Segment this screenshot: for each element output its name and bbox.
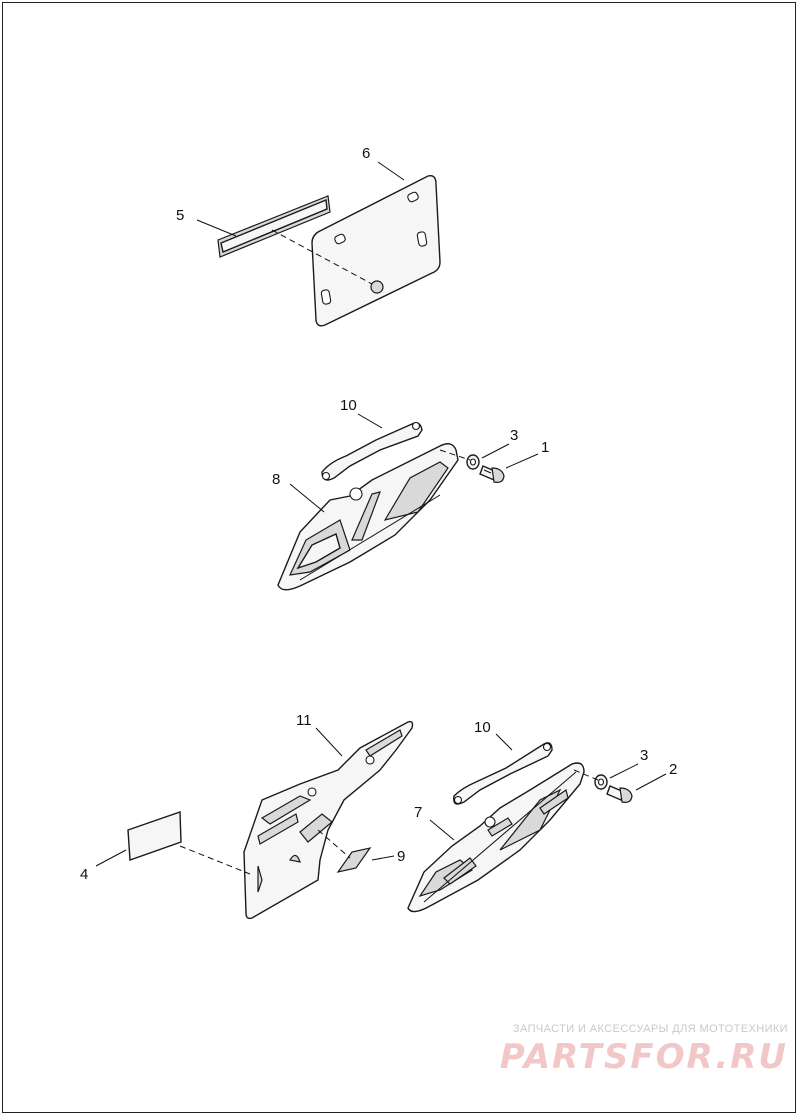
part-3-washer-upper bbox=[466, 454, 480, 470]
leader-1 bbox=[505, 453, 539, 469]
leader-6 bbox=[377, 161, 405, 181]
leader-2 bbox=[635, 773, 667, 791]
leader-10-lower bbox=[495, 733, 513, 751]
leader-5 bbox=[196, 219, 237, 237]
leader-8 bbox=[289, 483, 325, 513]
callout-7: 7 bbox=[414, 804, 422, 821]
part-2-bolt-lower bbox=[606, 785, 633, 803]
callout-4: 4 bbox=[80, 866, 88, 883]
leader-7 bbox=[429, 819, 455, 841]
leader-4 bbox=[95, 849, 127, 867]
assembly-line-5-6 bbox=[271, 229, 373, 285]
callout-3-lower: 3 bbox=[640, 747, 648, 764]
part-8-side-bracket bbox=[277, 443, 459, 591]
leader-3-upper bbox=[481, 443, 510, 459]
watermark-tagline: ЗАПЧАСТИ И АКСЕССУАРЫ ДЛЯ МОТОТЕХНИКИ bbox=[512, 1023, 788, 1035]
callout-1: 1 bbox=[541, 439, 549, 456]
leader-9 bbox=[371, 855, 395, 861]
part-10-strap-upper bbox=[321, 421, 423, 481]
part-10-strap-lower bbox=[453, 742, 553, 805]
leader-3-lower bbox=[609, 763, 639, 779]
callout-10-upper: 10 bbox=[340, 397, 357, 414]
callout-11: 11 bbox=[296, 712, 312, 729]
part-11-mount-plate bbox=[243, 720, 414, 920]
part-3-washer-lower bbox=[594, 774, 608, 790]
part-5-reflector bbox=[217, 195, 331, 258]
assembly-line-3-lower bbox=[573, 769, 599, 781]
part-4-reflector bbox=[127, 811, 182, 861]
assembly-line-4 bbox=[179, 845, 251, 875]
part-6-plate-bracket bbox=[311, 174, 441, 327]
leader-10-upper bbox=[357, 413, 383, 429]
part-7-side-bracket bbox=[407, 762, 585, 913]
watermark: ЗАПЧАСТИ И АКСЕССУАРЫ ДЛЯ МОТОТЕХНИКИ PA… bbox=[500, 1023, 788, 1077]
callout-2: 2 bbox=[669, 761, 677, 778]
assembly-line-9 bbox=[317, 829, 351, 859]
callout-5: 5 bbox=[176, 207, 184, 224]
watermark-brand: PARTSFOR.RU bbox=[499, 1037, 788, 1077]
assembly-line-3-upper bbox=[439, 449, 471, 461]
callout-6: 6 bbox=[362, 145, 370, 162]
leader-11 bbox=[315, 727, 343, 757]
callout-3-upper: 3 bbox=[510, 427, 518, 444]
part-9-pad bbox=[336, 847, 372, 873]
callout-9: 9 bbox=[397, 848, 405, 865]
part-1-bolt-upper bbox=[479, 465, 505, 483]
callout-10-lower: 10 bbox=[474, 719, 491, 736]
callout-8: 8 bbox=[272, 471, 280, 488]
